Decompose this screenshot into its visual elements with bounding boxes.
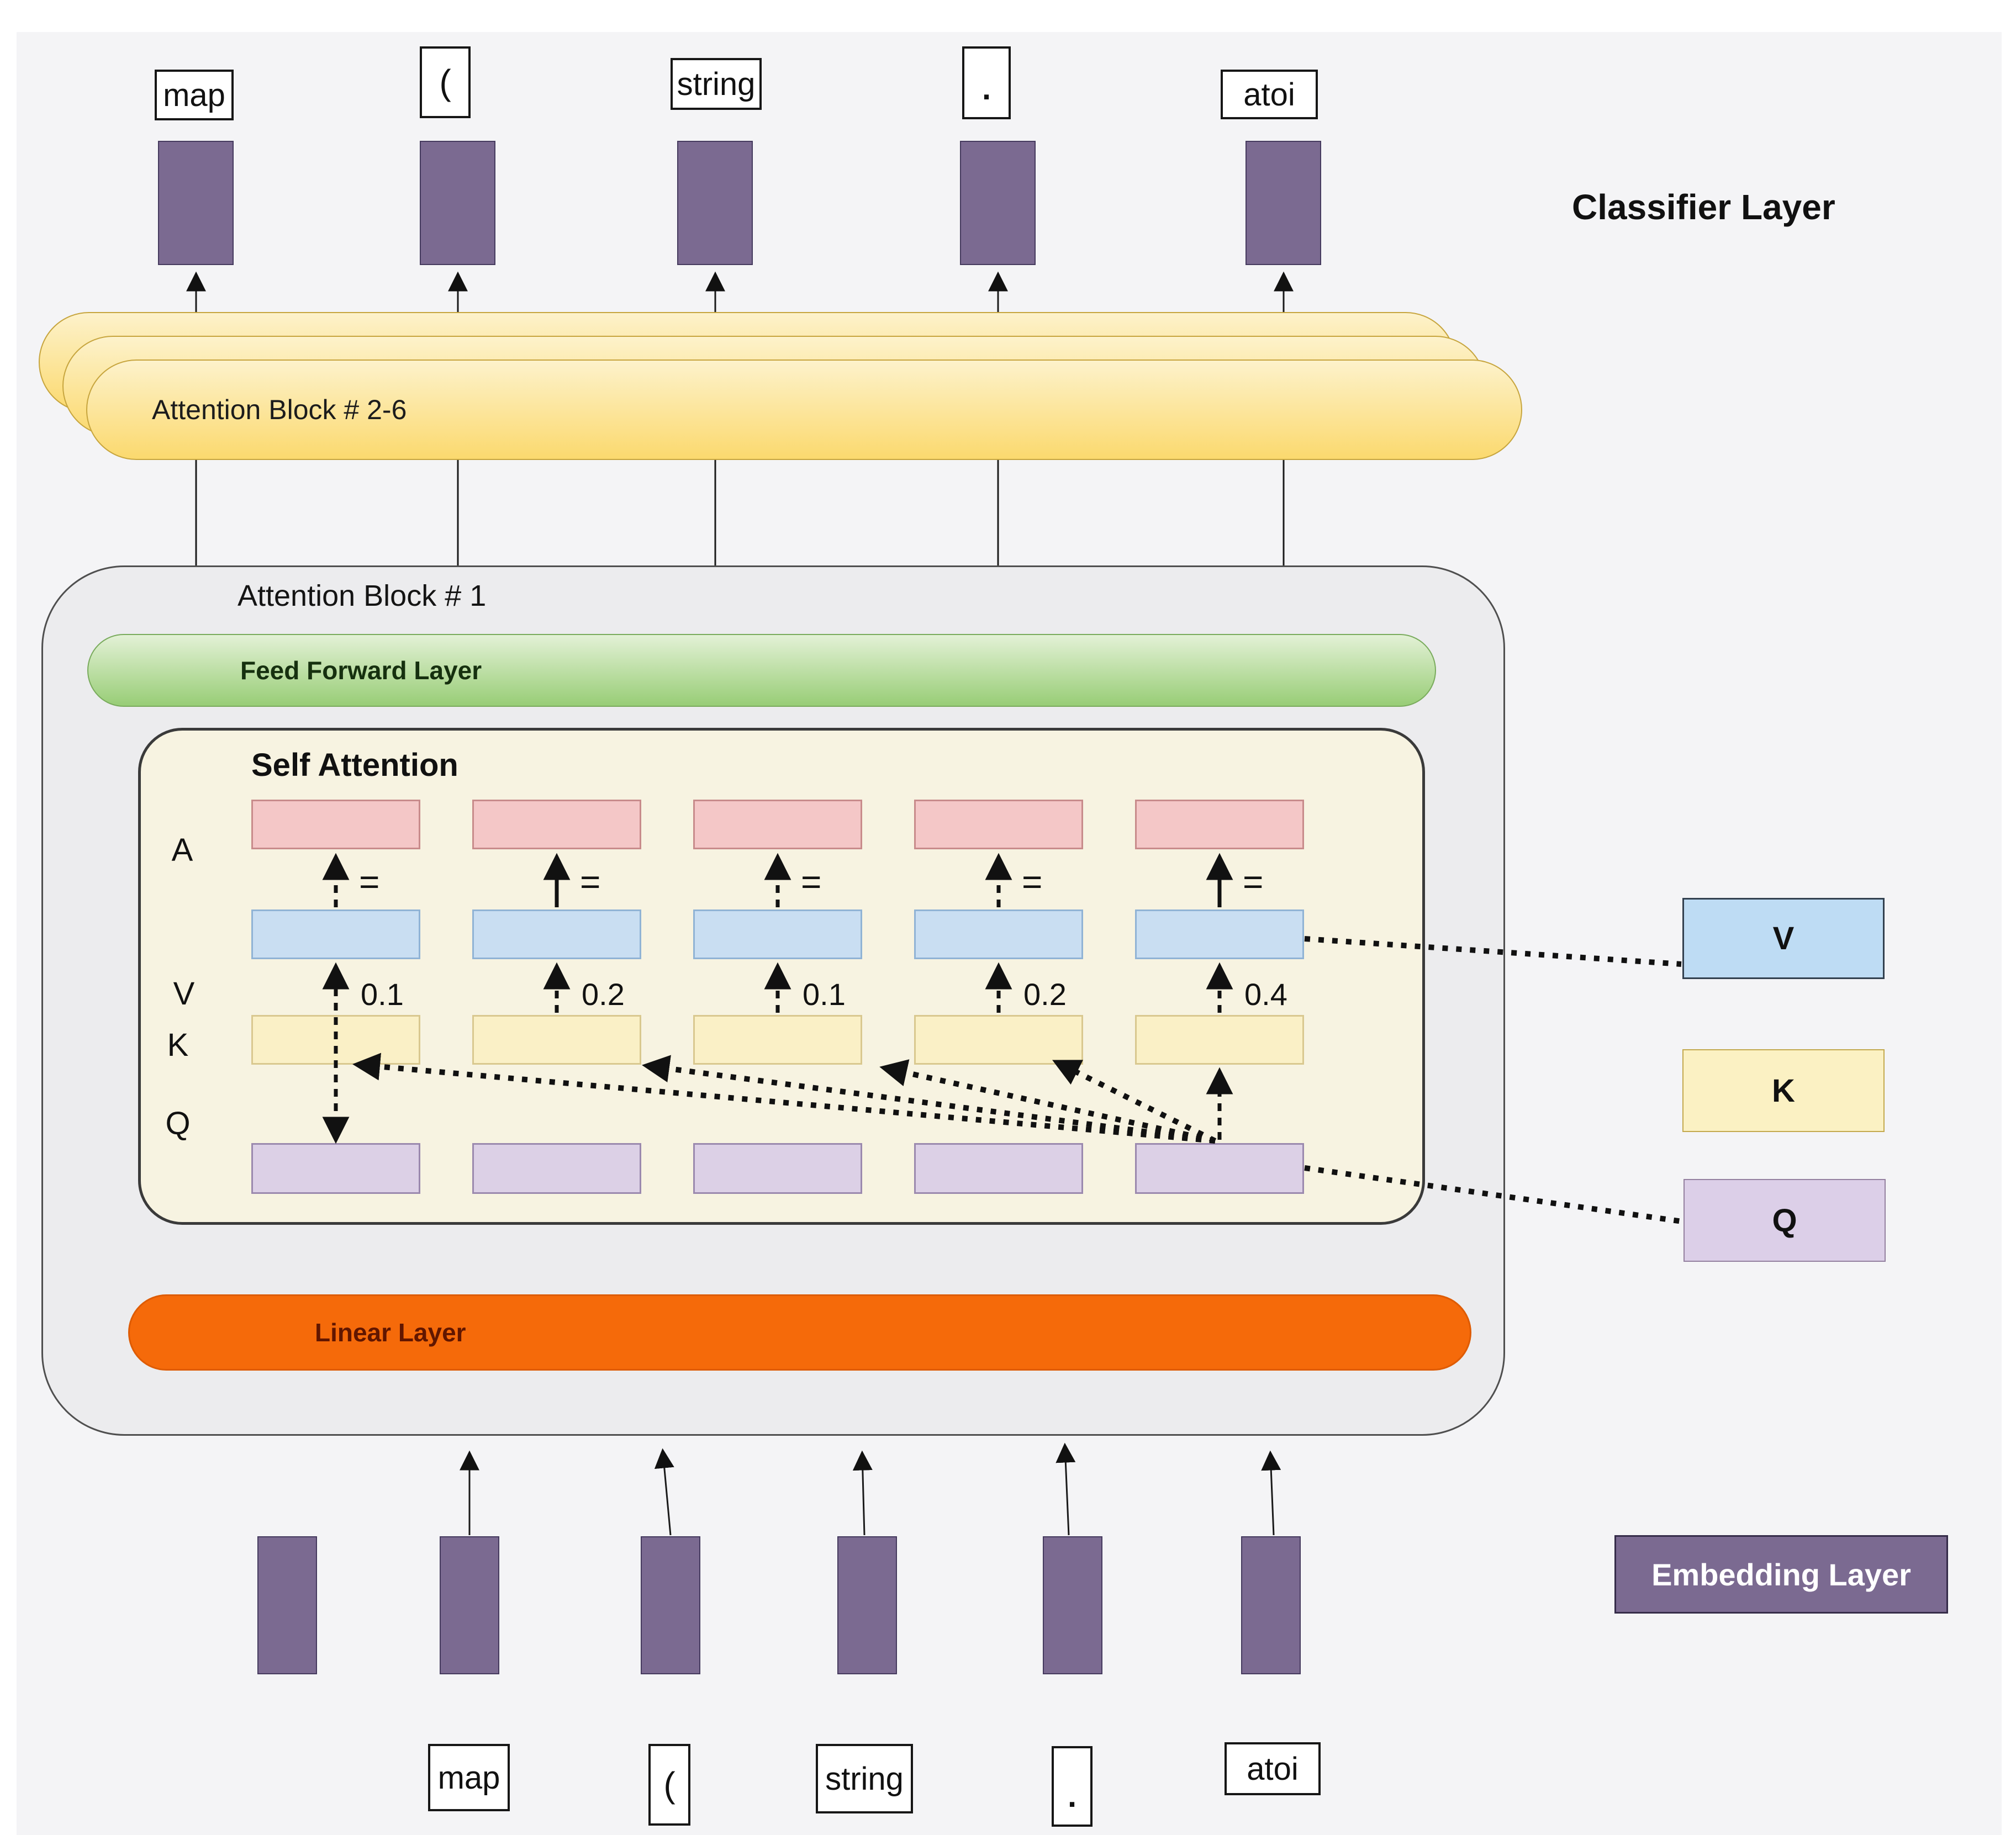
input-token-map-label: map (437, 1759, 500, 1796)
legend-key-box: K (1682, 1049, 1885, 1132)
row-label-v: V (173, 976, 195, 1012)
feed-forward-layer (87, 634, 1436, 707)
legend-query-label: Q (1772, 1202, 1797, 1239)
legend-value-label: V (1772, 921, 1795, 956)
attention-weight: 0.1 (361, 977, 404, 1012)
equals-sign: = (1243, 862, 1264, 902)
input-token-atoi-label: atoi (1247, 1751, 1299, 1787)
classifier-layer-label: Classifier Layer (1572, 187, 1835, 227)
value-box (914, 909, 1083, 959)
legend-query-box: Q (1683, 1179, 1886, 1262)
input-token-period: . (1052, 1746, 1093, 1827)
key-box (472, 1015, 641, 1065)
attention-block-1-title: Attention Block # 1 (238, 579, 487, 612)
input-token-string: string (816, 1744, 913, 1813)
key-box (914, 1015, 1083, 1065)
equals-sign: = (580, 862, 601, 902)
value-box (472, 909, 641, 959)
attention-output-box (472, 800, 641, 849)
self-attention-title: Self Attention (251, 747, 458, 783)
equals-sign: = (1022, 862, 1043, 902)
output-embedding-box (960, 141, 1036, 265)
attention-stack-label: Attention Block # 2-6 (152, 394, 407, 425)
attention-weight: 0.4 (1244, 977, 1287, 1012)
input-token-map: map (428, 1744, 510, 1811)
input-token-string-label: string (825, 1760, 904, 1797)
row-label-a: A (171, 832, 193, 868)
value-box (693, 909, 862, 959)
legend-value-box: V (1682, 898, 1885, 979)
input-embedding-box (440, 1536, 499, 1674)
attention-output-box (1135, 800, 1304, 849)
legend-key-label: K (1772, 1072, 1795, 1109)
output-embedding-box (420, 141, 495, 265)
attention-output-box (251, 800, 420, 849)
attention-stack-pill-front (86, 359, 1522, 460)
input-token-period-label: . (1067, 1778, 1077, 1814)
embedding-layer-label: Embedding Layer (1651, 1557, 1911, 1592)
linear-layer-label: Linear Layer (315, 1318, 466, 1347)
output-token-map: map (155, 70, 234, 120)
equals-sign: = (801, 862, 822, 902)
input-embedding-box (257, 1536, 317, 1674)
output-token-string: string (671, 58, 762, 110)
query-box (1135, 1143, 1304, 1194)
input-embedding-box (1043, 1536, 1102, 1674)
output-embedding-box (1246, 141, 1321, 265)
output-token-atoi: atoi (1221, 70, 1318, 119)
output-token-atoi-label: atoi (1243, 76, 1295, 113)
output-embedding-box (158, 141, 234, 265)
query-box (693, 1143, 862, 1194)
key-box (251, 1015, 420, 1065)
input-embedding-box (1241, 1536, 1301, 1674)
input-token-paren-label: ( (663, 1765, 675, 1805)
key-box (1135, 1015, 1304, 1065)
value-box (251, 909, 420, 959)
query-box (251, 1143, 420, 1194)
query-box (914, 1143, 1083, 1194)
input-embedding-box (837, 1536, 897, 1674)
value-box (1135, 909, 1304, 959)
equals-sign: = (359, 862, 380, 902)
output-token-period-label: . (981, 71, 991, 107)
row-label-k: K (167, 1027, 189, 1063)
input-token-atoi: atoi (1225, 1742, 1321, 1795)
attention-output-box (693, 800, 862, 849)
input-embedding-box (641, 1536, 700, 1674)
embedding-layer-box: Embedding Layer (1614, 1535, 1948, 1614)
input-token-paren: ( (648, 1744, 690, 1826)
feed-forward-layer-label: Feed Forward Layer (240, 656, 482, 685)
attention-output-box (914, 800, 1083, 849)
attention-weight: 0.2 (1023, 977, 1067, 1012)
query-box (472, 1143, 641, 1194)
output-token-paren: ( (420, 46, 471, 118)
row-label-q: Q (165, 1106, 191, 1141)
key-box (693, 1015, 862, 1065)
linear-layer (128, 1294, 1471, 1371)
attention-weight: 0.2 (582, 977, 625, 1012)
output-token-string-label: string (677, 66, 756, 102)
output-embedding-box (677, 141, 753, 265)
output-token-period: . (962, 46, 1011, 119)
output-token-map-label: map (163, 77, 225, 113)
output-token-paren-label: ( (439, 62, 451, 102)
attention-weight: 0.1 (803, 977, 846, 1012)
